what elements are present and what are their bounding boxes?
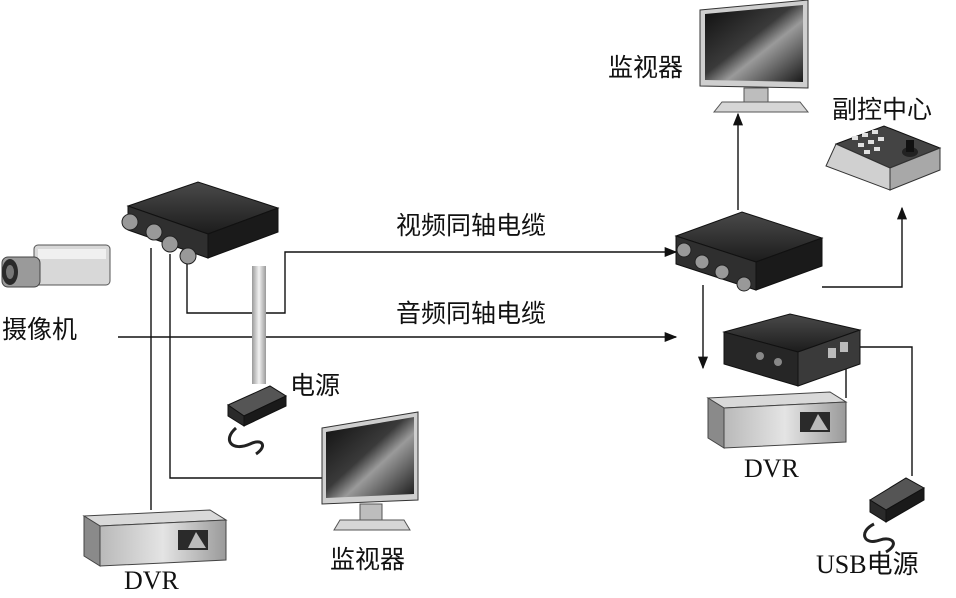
dvr-right-icon [706,391,848,449]
connection-lines [118,112,913,510]
label-camera: 摄像机 [2,315,78,344]
camera-icon [1,244,111,288]
label-dvr-left: DVR [124,566,179,595]
line-to-sub-control [822,206,908,288]
label-video-coax: 视频同轴电缆 [396,211,547,240]
label-dvr-right: DVR [744,454,799,483]
mounting-pole [252,266,266,384]
label-monitor-top: 监视器 [608,53,684,82]
line-usb-power [840,346,913,476]
dvr-control-box-icon [722,313,862,387]
monitor-top-icon [699,0,810,113]
label-monitor-left: 监视器 [330,545,406,574]
line-to-left-monitor [169,254,328,479]
label-usb-power: USB电源 [816,550,919,579]
label-sub-control: 副控中心 [832,95,933,124]
label-audio-coax: 音频同轴电缆 [396,299,547,328]
sub-control-keyboard-icon [825,125,942,191]
left-transmitter-icon [121,181,280,265]
power-adapter-icon [226,385,288,456]
video-coax-line [186,246,678,314]
usb-power-adapter-icon [863,477,926,554]
monitor-left-icon [321,411,419,531]
dvr-left-icon [82,509,228,567]
receiver-box-icon [674,211,824,292]
label-power: 电源 [290,371,341,400]
